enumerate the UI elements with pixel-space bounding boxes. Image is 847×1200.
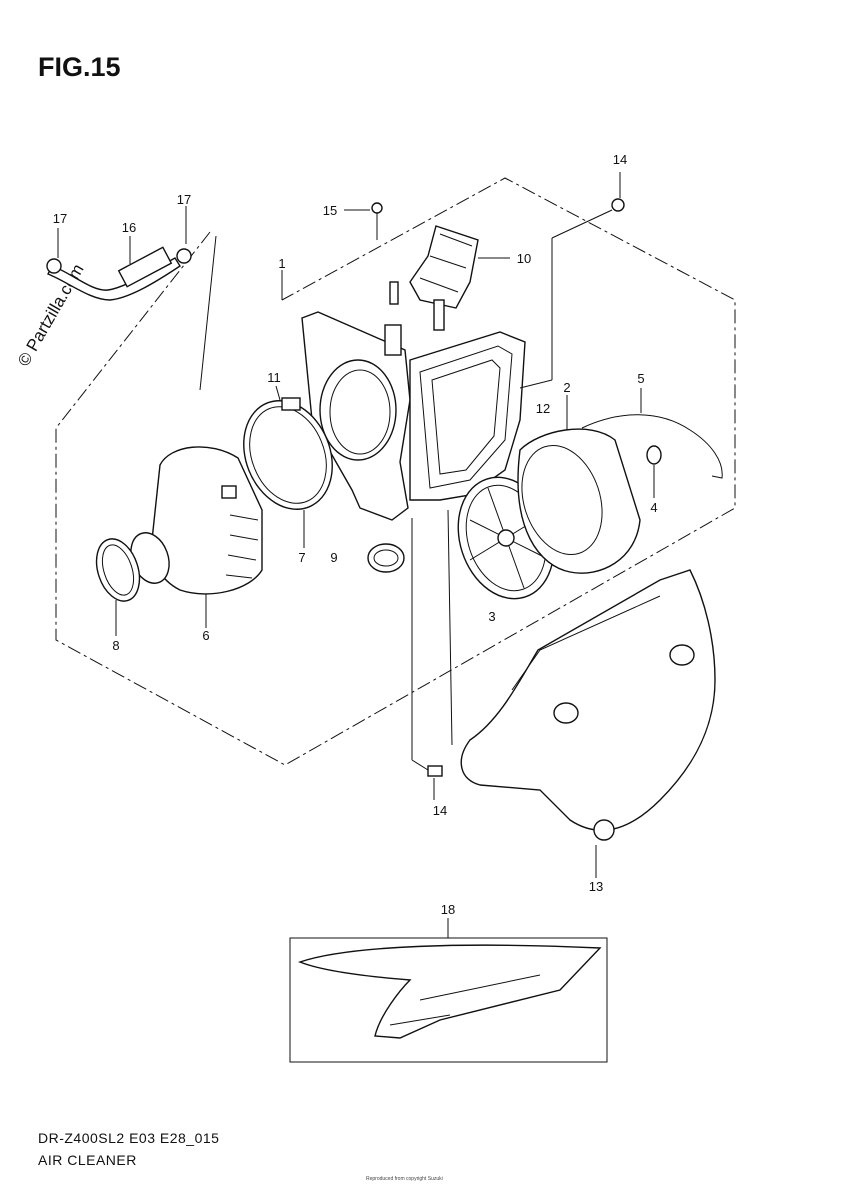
decal-frame (289, 937, 608, 1063)
intake-tube (409, 225, 479, 331)
drain-boot (367, 543, 405, 573)
callout-17-right: 17 (177, 192, 191, 207)
callout-16: 16 (122, 220, 136, 235)
air-cleaner-case (301, 202, 526, 521)
callout-9: 9 (330, 550, 337, 565)
callout-15: 15 (323, 203, 337, 218)
breather-hose (46, 246, 192, 301)
copyright-notice: Reproduced from copyright Suzuki (366, 1176, 443, 1182)
bolt-14-top (611, 198, 625, 212)
figure-title: FIG.15 (38, 52, 121, 82)
callout-5: 5 (637, 371, 644, 386)
callout-11: 11 (267, 370, 281, 385)
model-code: DR-Z400SL2 E03 E28_015 (38, 1130, 220, 1146)
callout-14-bottom: 14 (433, 803, 447, 818)
callout-4: 4 (650, 500, 657, 515)
clamp-8 (95, 538, 141, 602)
callout-3: 3 (488, 609, 495, 624)
callout-8: 8 (112, 638, 119, 653)
callout-17-left: 17 (53, 211, 67, 226)
intake-duct (130, 446, 263, 595)
seal-ring (243, 397, 333, 510)
callout-1: 1 (278, 256, 285, 271)
callout-14-top: 14 (613, 152, 627, 167)
callout-2: 2 (563, 380, 570, 395)
side-cover (460, 569, 716, 841)
leader-lines (57, 172, 655, 938)
assembly-frame (55, 177, 736, 766)
section-name: AIR CLEANER (38, 1152, 137, 1168)
callout-12: 12 (536, 401, 550, 416)
air-filter-element (517, 428, 641, 574)
wire-clip (581, 414, 723, 479)
callout-10: 10 (517, 251, 531, 266)
callout-7: 7 (298, 550, 305, 565)
callout-18: 18 (441, 902, 455, 917)
callout-13: 13 (589, 879, 603, 894)
bolt-14-bottom (427, 765, 443, 777)
decal (297, 944, 602, 1039)
callout-6: 6 (202, 628, 209, 643)
